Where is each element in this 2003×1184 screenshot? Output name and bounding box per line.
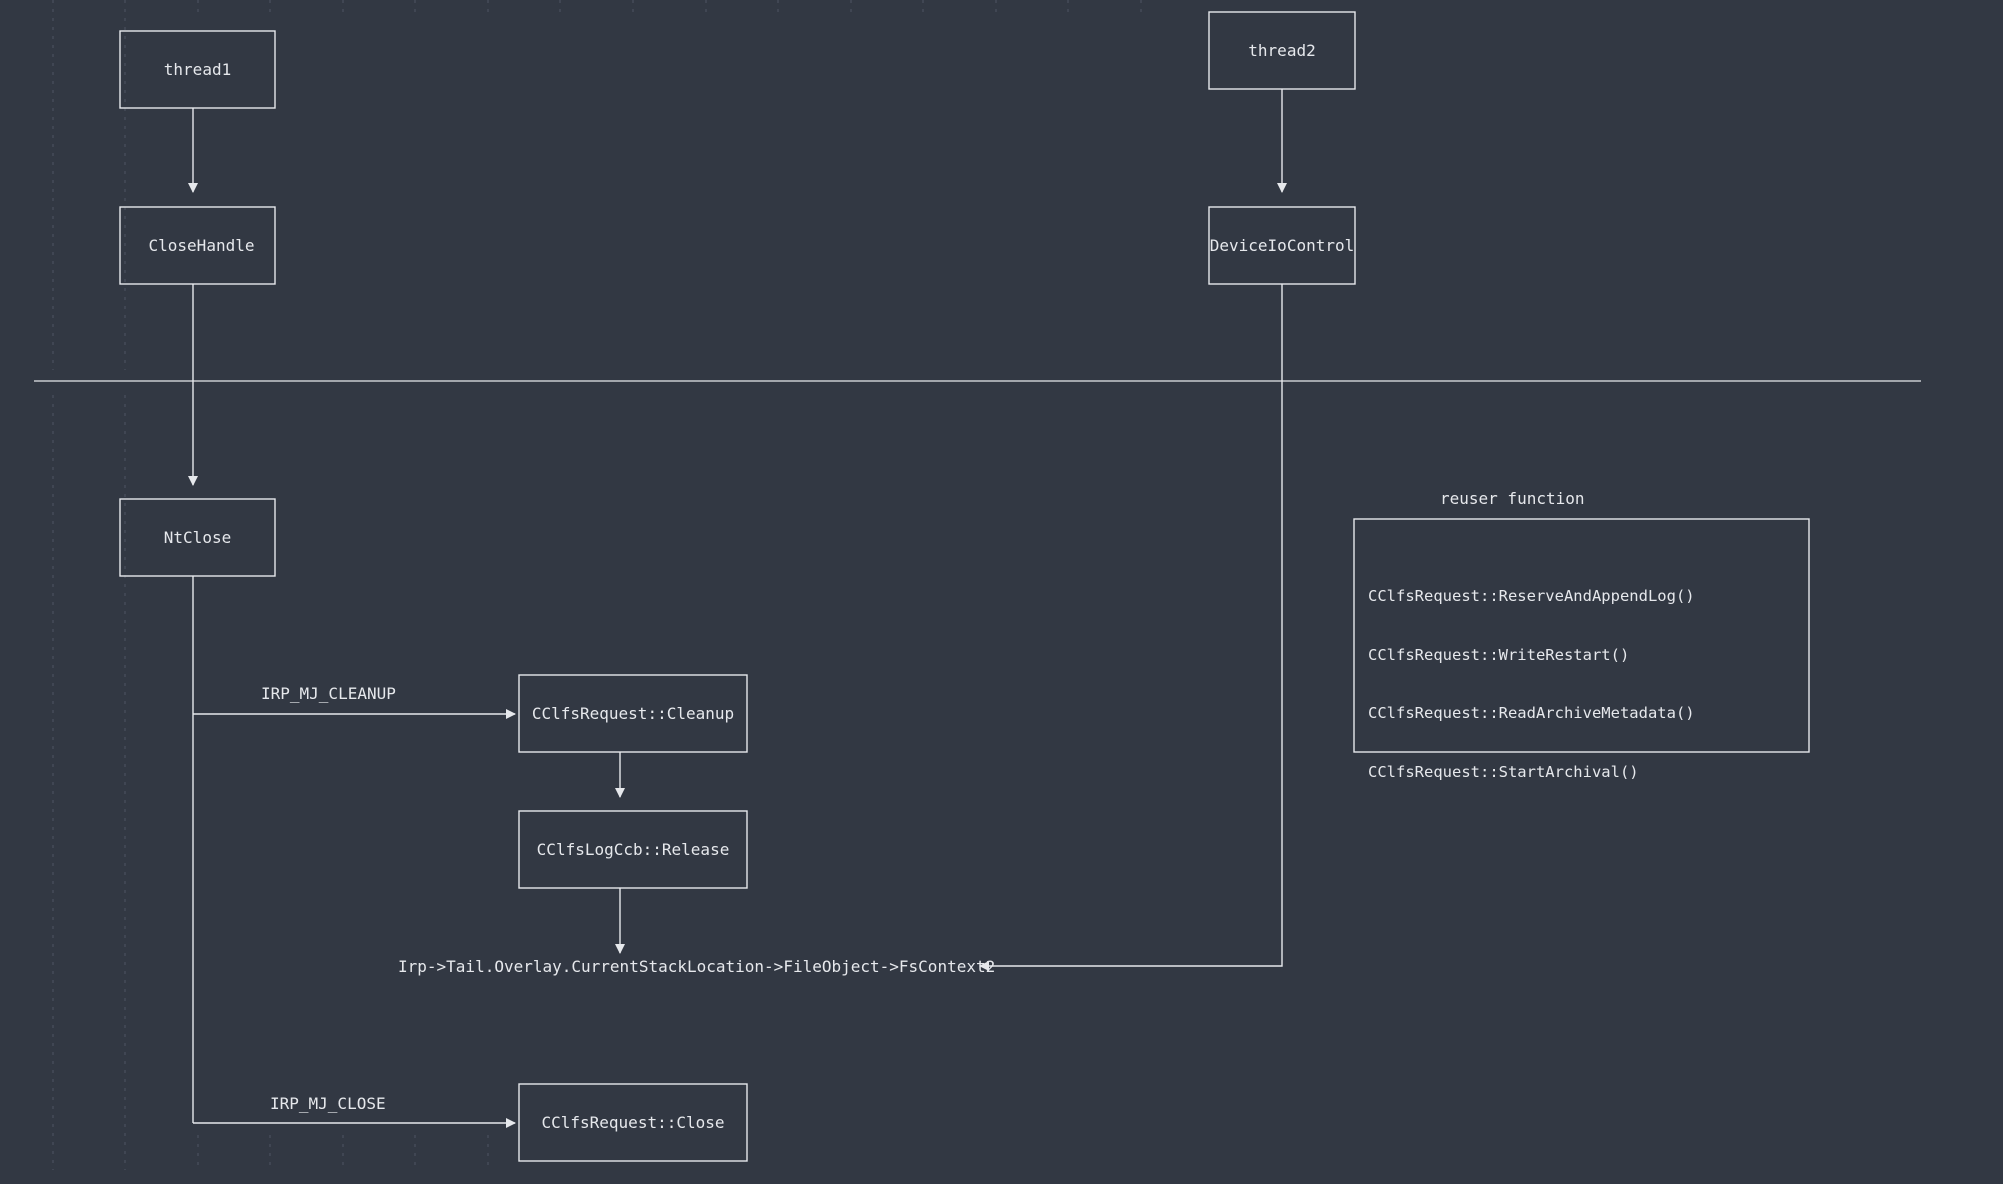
thread1-node: thread1 bbox=[120, 31, 275, 108]
reuser-function-item: CClfsRequest::ReadArchiveMetadata() bbox=[1368, 704, 1695, 722]
nt-close-box bbox=[119, 498, 276, 577]
reuser-function-item: CClfsRequest::ReserveAndAppendLog() bbox=[1368, 587, 1695, 605]
release-label: CClfsLogCcb::Release bbox=[536, 840, 730, 859]
nt-close-node: NtClose bbox=[120, 499, 275, 576]
device-io-control-node: DeviceIoControl bbox=[1209, 207, 1355, 284]
thread1-label: thread1 bbox=[163, 60, 232, 79]
thread1-box bbox=[119, 30, 276, 109]
release-box bbox=[518, 810, 748, 889]
reuser-function-item: CClfsRequest::StartArchival() bbox=[1368, 762, 1639, 781]
reuser-title: reuser function bbox=[1440, 489, 1585, 508]
nt-close-label: NtClose bbox=[163, 528, 232, 547]
close-box bbox=[518, 1083, 748, 1162]
irp-close-label: IRP_MJ_CLOSE bbox=[270, 1094, 386, 1113]
device-io-control-label: DeviceIoControl bbox=[1209, 236, 1355, 255]
reuser-function-item: CClfsRequest::WriteRestart() bbox=[1368, 645, 1630, 664]
thread2-node: thread2 bbox=[1209, 12, 1355, 89]
close-handle-box bbox=[119, 206, 276, 285]
reuser-function-list: CClfsRequest::ReserveAndAppendLog() CClf… bbox=[1368, 548, 1695, 821]
thread2-label: thread2 bbox=[1248, 41, 1316, 60]
close-handle-node: CloseHandle bbox=[128, 207, 275, 284]
cleanup-node: CClfsRequest::Cleanup bbox=[519, 675, 747, 752]
irp-cleanup-label: IRP_MJ_CLEANUP bbox=[261, 684, 396, 703]
fscontext2-target-text: Irp->Tail.Overlay.CurrentStackLocation->… bbox=[398, 957, 996, 976]
arrow-deviceiocontrol-to-target bbox=[979, 284, 1283, 971]
guide-lines bbox=[52, 0, 1142, 1170]
close-node: CClfsRequest::Close bbox=[519, 1084, 747, 1161]
release-node: CClfsLogCcb::Release bbox=[519, 811, 747, 888]
cleanup-box bbox=[518, 674, 748, 753]
reuser-box bbox=[1353, 518, 1810, 753]
close-label: CClfsRequest::Close bbox=[541, 1113, 725, 1132]
close-handle-label: CloseHandle bbox=[148, 236, 255, 255]
cleanup-label: CClfsRequest::Cleanup bbox=[531, 704, 735, 723]
